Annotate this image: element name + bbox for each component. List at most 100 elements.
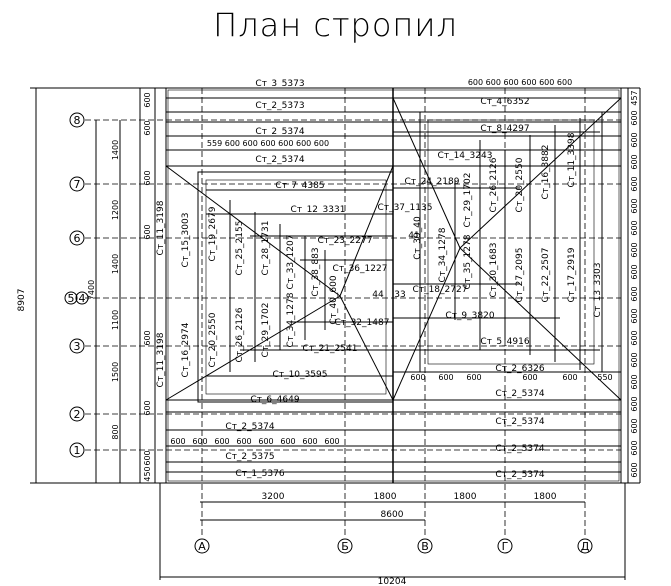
svg-text:Ст_20_2550: Ст_20_2550 <box>515 157 525 212</box>
svg-text:Ст_2_5374: Ст_2_5374 <box>225 422 274 432</box>
svg-text:600: 600 <box>630 264 639 279</box>
axis-label-a: А <box>198 540 206 553</box>
svg-text:Ст_11_3198: Ст_11_3198 <box>156 332 166 387</box>
svg-text:600: 600 <box>236 437 251 446</box>
svg-text:450: 450 <box>143 466 152 481</box>
dim-bottom-2: 1800 <box>374 492 397 502</box>
svg-text:600: 600 <box>630 132 639 147</box>
svg-text:600: 600 <box>143 120 152 135</box>
axis-label-2: 2 <box>74 408 81 421</box>
svg-text:Ст_37_1135: Ст_37_1135 <box>378 203 433 213</box>
svg-text:600: 600 <box>630 198 639 213</box>
svg-text:600: 600 <box>324 437 339 446</box>
svg-text:Ст_22_2507: Ст_22_2507 <box>541 248 551 303</box>
svg-text:1100: 1100 <box>111 310 120 330</box>
svg-text:Ст_24_2189: Ст_24_2189 <box>405 177 460 187</box>
axis-label-3: 3 <box>74 340 81 353</box>
svg-text:Ст_2_6326: Ст_2_6326 <box>495 364 544 374</box>
svg-text:44: 44 <box>372 290 384 300</box>
svg-text:Ст_19_2679: Ст_19_2679 <box>208 206 218 261</box>
overall-height: 8907 <box>17 289 27 312</box>
mid-right-dims: 600 600 600 600 600 550 <box>410 373 612 382</box>
rafter-labels: Ст_3_5373 Ст_2_5373 Ст_2_5374 Ст_2_5374 … <box>225 79 544 480</box>
svg-text:600: 600 <box>630 396 639 411</box>
dim-bottom-1: 3200 <box>262 492 285 502</box>
svg-text:600: 600 <box>630 352 639 367</box>
dim-bottom-total: 8600 <box>381 510 404 520</box>
svg-text:600: 600 <box>562 373 577 382</box>
svg-text:Ст_39_40: Ст_39_40 <box>413 216 423 260</box>
svg-text:Ст_2_5374: Ст_2_5374 <box>495 470 544 480</box>
svg-text:1500: 1500 <box>111 362 120 382</box>
axis-label-d: Д <box>581 540 590 553</box>
dim-bottom-4: 1800 <box>534 492 557 502</box>
svg-text:Ст_40_600: Ст_40_600 <box>329 275 339 324</box>
svg-text:Ст_7_4385: Ст_7_4385 <box>275 181 324 191</box>
svg-text:Ст_34_1278: Ст_34_1278 <box>438 227 448 282</box>
svg-text:600: 600 <box>280 437 295 446</box>
svg-text:41: 41 <box>408 231 419 241</box>
svg-text:600: 600 <box>630 418 639 433</box>
svg-text:Ст_2_5373: Ст_2_5373 <box>255 101 304 111</box>
svg-text:600: 600 <box>214 437 229 446</box>
svg-text:Ст_18_2727: Ст_18_2727 <box>413 285 468 295</box>
svg-text:Ст_2_5375: Ст_2_5375 <box>225 452 274 462</box>
svg-text:Ст_15_3003: Ст_15_3003 <box>181 213 191 268</box>
svg-text:800: 800 <box>111 424 120 439</box>
svg-text:1400: 1400 <box>111 140 120 160</box>
svg-text:600: 600 <box>143 450 152 465</box>
svg-text:Ст_2_5374: Ст_2_5374 <box>495 417 544 427</box>
svg-text:600: 600 <box>630 110 639 125</box>
svg-text:600: 600 <box>170 437 185 446</box>
svg-text:Ст_33_1207: Ст_33_1207 <box>286 235 296 290</box>
svg-text:600: 600 <box>630 154 639 169</box>
svg-text:Ст_2_5374: Ст_2_5374 <box>255 155 304 165</box>
svg-text:600: 600 <box>630 286 639 301</box>
svg-text:Ст_26_2126: Ст_26_2126 <box>489 157 499 212</box>
svg-text:1400: 1400 <box>111 254 120 274</box>
svg-text:600: 600 <box>466 373 481 382</box>
svg-text:600: 600 <box>438 373 453 382</box>
svg-text:Ст_23_2277: Ст_23_2277 <box>318 236 373 246</box>
axis-label-b: Б <box>341 540 349 553</box>
svg-text:Ст_27_2095: Ст_27_2095 <box>515 248 525 303</box>
svg-text:Ст_28_1731: Ст_28_1731 <box>261 221 271 276</box>
svg-text:600: 600 <box>143 400 152 415</box>
svg-text:1200: 1200 <box>111 200 120 220</box>
svg-text:600: 600 <box>302 437 317 446</box>
svg-text:Ст_2_5374: Ст_2_5374 <box>495 389 544 399</box>
axis-label-v: В <box>421 540 429 553</box>
left-dimension-chain: 450 600 800 600 1500 600 1100 7400 1400 … <box>87 92 152 481</box>
svg-text:Ст_21_2541: Ст_21_2541 <box>303 344 358 354</box>
axis-label-g: Г <box>502 540 509 553</box>
svg-text:Ст_30_1683: Ст_30_1683 <box>489 243 499 298</box>
svg-text:600: 600 <box>192 437 207 446</box>
svg-text:600: 600 <box>522 373 537 382</box>
right-dimension-chain: 600 600 600 600 600 600 600 600 600 600 … <box>630 90 639 477</box>
axis-label-7: 7 <box>74 178 81 191</box>
svg-text:600: 600 <box>630 330 639 345</box>
svg-text:Ст_3_5373: Ст_3_5373 <box>255 79 304 89</box>
svg-text:Ст_2_5374: Ст_2_5374 <box>495 444 544 454</box>
svg-text:600: 600 <box>143 224 152 239</box>
svg-text:457: 457 <box>630 90 639 105</box>
svg-text:Ст_13_3303: Ст_13_3303 <box>593 263 603 318</box>
bottom-left-dims: 600 600 600 600 600 600 600 600 <box>170 437 339 446</box>
svg-text:600: 600 <box>258 437 273 446</box>
top-right-dims: 600 600 600 600 600 600 <box>468 78 572 87</box>
svg-text:600: 600 <box>630 176 639 191</box>
svg-text:Ст_17_2919: Ст_17_2919 <box>567 247 577 302</box>
dim-bottom-3: 1800 <box>454 492 477 502</box>
svg-text:Ст_16_2974: Ст_16_2974 <box>181 322 191 377</box>
svg-text:Ст_2_5374: Ст_2_5374 <box>255 127 304 137</box>
svg-text:Ст_1_5376: Ст_1_5376 <box>235 469 284 479</box>
svg-text:Ст_29_1702: Ст_29_1702 <box>463 173 473 228</box>
svg-text:Ст_34_1278: Ст_34_1278 <box>286 292 296 347</box>
svg-text:600: 600 <box>410 373 425 382</box>
svg-text:Ст_8_4297: Ст_8_4297 <box>480 124 529 134</box>
svg-text:Ст_6_4649: Ст_6_4649 <box>250 395 299 405</box>
svg-text:550: 550 <box>597 373 612 382</box>
svg-text:Ст_29_1702: Ст_29_1702 <box>261 303 271 358</box>
top-left-dims: 559 600 600 600 600 600 600 <box>207 139 329 148</box>
svg-text:Ст_5_4916: Ст_5_4916 <box>480 337 529 347</box>
